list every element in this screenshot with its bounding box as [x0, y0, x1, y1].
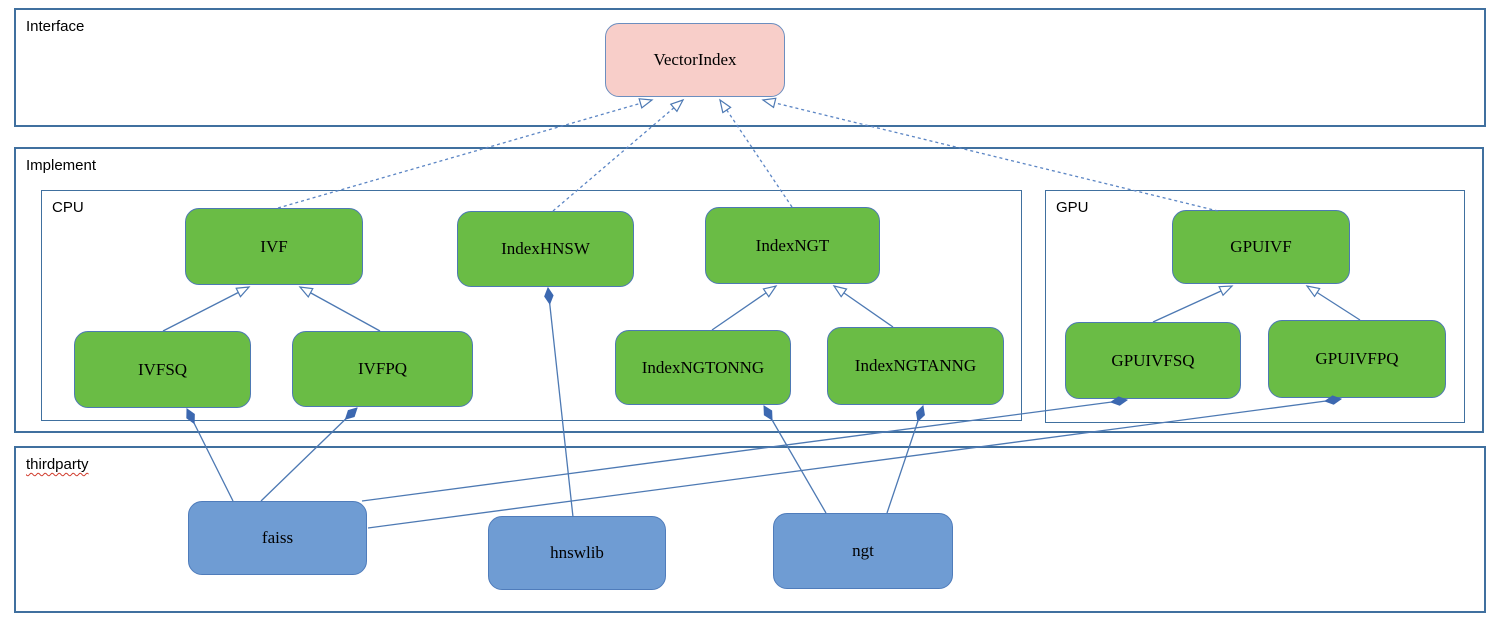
node-indexngtanng-label: IndexNGTANNG	[854, 356, 977, 375]
node-ivf[interactable]: IVF	[185, 208, 363, 285]
node-indexngtanng[interactable]: IndexNGTANNG	[827, 327, 1004, 405]
node-ngt-label: ngt	[852, 541, 874, 560]
container-thirdparty-label: thirdparty	[26, 456, 89, 473]
node-vectorindex[interactable]: VectorIndex	[605, 23, 785, 97]
node-indexngtonng[interactable]: IndexNGTONNG	[615, 330, 791, 405]
node-faiss[interactable]: faiss	[188, 501, 367, 575]
container-gpu-label: GPU	[1056, 199, 1089, 216]
node-indexhnsw[interactable]: IndexHNSW	[457, 211, 634, 287]
node-ivfsq[interactable]: IVFSQ	[74, 331, 251, 408]
node-ngt[interactable]: ngt	[773, 513, 953, 589]
node-gpuivf-label: GPUIVF	[1230, 237, 1292, 256]
node-indexngt[interactable]: IndexNGT	[705, 207, 880, 284]
node-gpuivfpq-label: GPUIVFPQ	[1315, 349, 1399, 368]
node-gpuivfsq-label: GPUIVFSQ	[1111, 350, 1195, 370]
node-indexngtonng-label: IndexNGTONNG	[641, 357, 765, 377]
node-faiss-label: faiss	[261, 528, 294, 547]
node-gpuivfsq[interactable]: GPUIVFSQ	[1065, 322, 1241, 399]
container-cpu-label: CPU	[52, 199, 84, 216]
container-interface-label: Interface	[26, 18, 85, 35]
node-gpuivf[interactable]: GPUIVF	[1172, 210, 1350, 284]
node-ivf-label: IVF	[260, 236, 288, 256]
node-ivfsq-label: IVFSQ	[137, 359, 188, 379]
node-ivfpq-label: IVFPQ	[357, 359, 408, 378]
node-hnswlib[interactable]: hnswlib	[488, 516, 666, 590]
node-hnswlib-label: hnswlib	[550, 543, 604, 562]
node-indexhnsw-label: IndexHNSW	[501, 239, 590, 258]
container-implement-label: Implement	[26, 157, 97, 174]
node-gpuivfpq[interactable]: GPUIVFPQ	[1268, 320, 1446, 398]
node-indexngt-label: IndexNGT	[755, 235, 830, 255]
node-vectorindex-label: VectorIndex	[653, 50, 737, 69]
node-ivfpq[interactable]: IVFPQ	[292, 331, 473, 407]
